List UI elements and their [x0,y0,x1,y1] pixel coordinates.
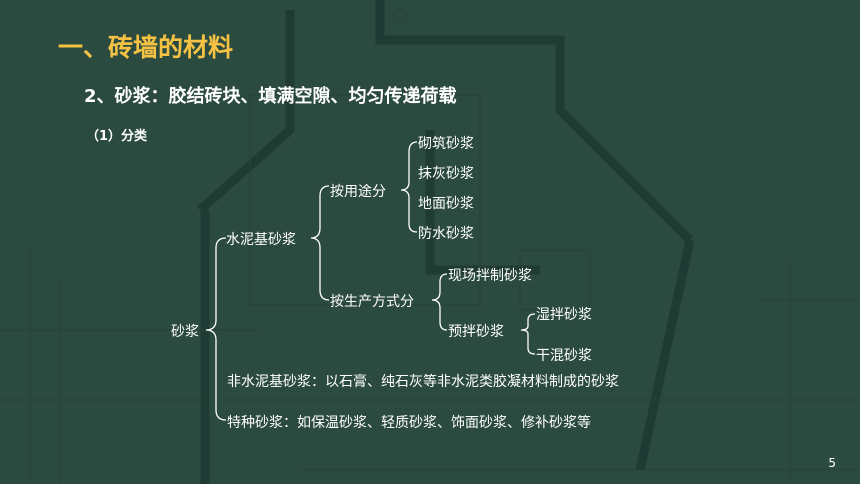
tree-use-item: 防水砂浆 [418,226,474,242]
tree-wet-mixed: 湿拌砂浆 [536,307,592,323]
root-bracket [205,237,227,421]
tree-non-cement: 非水泥基砂浆：以石膏、纯石灰等非水泥类胶凝材料制成的砂浆 [227,374,619,390]
production-bracket [431,273,448,331]
tree-special: 特种砂浆：如保温砂浆、轻质砂浆、饰面砂浆、修补砂浆等 [227,415,591,431]
tree-site-mixed: 现场拌制砂浆 [448,268,532,284]
tree-use-item: 地面砂浆 [418,196,474,212]
tree-by-production: 按生产方式分 [330,294,414,310]
tree-by-use: 按用途分 [330,184,386,200]
tree-root: 砂浆 [171,324,199,340]
tree-premixed: 预拌砂浆 [448,324,504,340]
page-number: 5 [828,456,836,470]
premixed-bracket [520,313,536,355]
tree-cement-based: 水泥基砂浆 [226,232,296,248]
tree-dry-mixed: 干混砂浆 [536,348,592,364]
tree-use-item: 抹灰砂浆 [418,166,474,182]
slide-subtitle: 2、砂浆：胶结砖块、填满空隙、均匀传递荷载 [84,86,457,107]
slide-title: 一、砖墙的材料 [58,33,234,62]
tree-use-item: 砌筑砂浆 [418,136,474,152]
use-bracket [400,141,418,233]
section-heading: （1）分类 [86,129,148,144]
cement-bracket [310,185,330,301]
